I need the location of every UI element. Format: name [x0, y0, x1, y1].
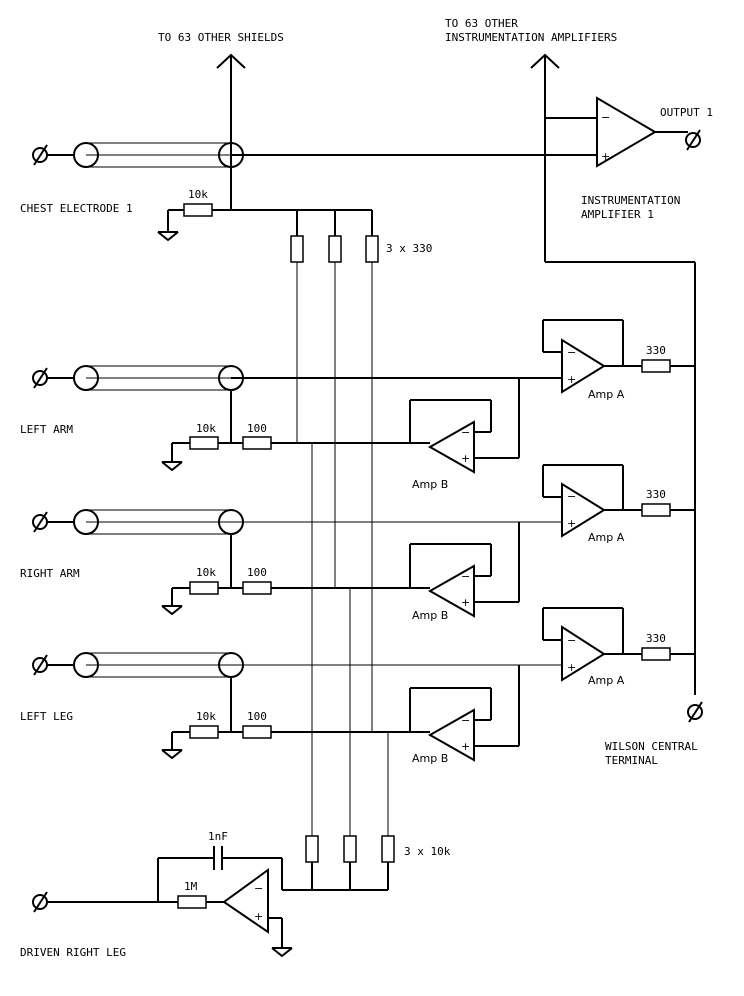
drl-amp-plus: +	[254, 910, 263, 923]
left-leg-330-label: 330	[646, 632, 666, 645]
left-leg-label: LEFT LEG	[20, 710, 73, 723]
left-arm-100-label: 100	[247, 422, 267, 435]
right-arm-amp-a-plus: +	[567, 517, 576, 530]
left-arm-amp-b-label: Amp B	[412, 478, 448, 491]
right-arm-amp-b-plus: +	[461, 596, 470, 609]
left-leg-amp-a-plus: +	[567, 661, 576, 674]
shield-tap-lines	[311, 443, 389, 836]
inst-amp-minus: −	[601, 111, 610, 124]
left-arm-amp-a-minus: −	[567, 346, 576, 359]
amp-bus-arrow	[530, 53, 696, 695]
left-arm-amp-a-label: Amp A	[588, 388, 625, 401]
chest-electrode-label: CHEST ELECTRODE 1	[20, 202, 133, 215]
left-arm-label: LEFT ARM	[20, 423, 73, 436]
right-arm-amp-a-minus: −	[567, 490, 576, 503]
inst-amp-label-1: INSTRUMENTATION	[581, 194, 680, 207]
instrumentation-amplifier	[545, 96, 688, 168]
shield-resistors-label: 3 x 330	[386, 242, 432, 255]
left-leg-amp-b-label: Amp B	[412, 752, 448, 765]
wilson-label-2: TERMINAL	[605, 754, 658, 767]
left-arm-amp-a-plus: +	[567, 373, 576, 386]
left-arm-10k-label: 10k	[196, 422, 216, 435]
left-leg-channel	[32, 607, 695, 762]
right-arm-10k-label: 10k	[196, 566, 216, 579]
left-leg-amp-a-label: Amp A	[588, 674, 625, 687]
left-leg-amp-b-plus: +	[461, 740, 470, 753]
drl-resistor-network	[282, 835, 395, 891]
wilson-terminal	[687, 701, 703, 723]
right-arm-amp-a-label: Amp A	[588, 531, 625, 544]
drl-1nf-label: 1nF	[208, 830, 228, 843]
drl-amplifier	[32, 846, 293, 958]
left-leg-amp-b-minus: −	[461, 714, 470, 727]
inst-amp-plus: +	[601, 150, 610, 163]
drl-amp-minus: −	[254, 882, 263, 895]
left-leg-100-label: 100	[247, 710, 267, 723]
right-arm-amp-b-label: Amp B	[412, 609, 448, 622]
right-arm-channel	[32, 464, 695, 618]
chest-shielded-cable	[47, 142, 598, 168]
right-arm-label: RIGHT ARM	[20, 567, 80, 580]
output-terminal	[685, 129, 701, 151]
drl-label: DRIVEN RIGHT LEG	[20, 946, 126, 959]
left-leg-amp-a-minus: −	[567, 634, 576, 647]
left-arm-channel	[32, 319, 695, 474]
drl-1m-label: 1M	[184, 880, 198, 893]
to-amps-label-2: INSTRUMENTATION AMPLIFIERS	[445, 31, 617, 44]
shield-bus-arrow	[216, 53, 246, 210]
left-arm-330-label: 330	[646, 344, 666, 357]
shield-resistor-network	[290, 210, 379, 732]
left-arm-amp-b-minus: −	[461, 426, 470, 439]
right-arm-amp-b-minus: −	[461, 570, 470, 583]
right-arm-330-label: 330	[646, 488, 666, 501]
wilson-label-1: WILSON CENTRAL	[605, 740, 698, 753]
left-arm-amp-b-plus: +	[461, 452, 470, 465]
drl-resistors-label: 3 x 10k	[404, 845, 451, 858]
inst-amp-label-2: AMPLIFIER 1	[581, 208, 654, 221]
right-arm-100-label: 100	[247, 566, 267, 579]
to-shields-label: TO 63 OTHER SHIELDS	[158, 31, 284, 44]
output-label: OUTPUT 1	[660, 106, 713, 119]
chest-10k-label: 10k	[188, 188, 208, 201]
left-leg-10k-label: 10k	[196, 710, 216, 723]
to-amps-label-1: TO 63 OTHER	[445, 17, 518, 30]
chest-electrode-terminal	[32, 144, 48, 166]
chest-10k-resistor	[157, 203, 372, 242]
